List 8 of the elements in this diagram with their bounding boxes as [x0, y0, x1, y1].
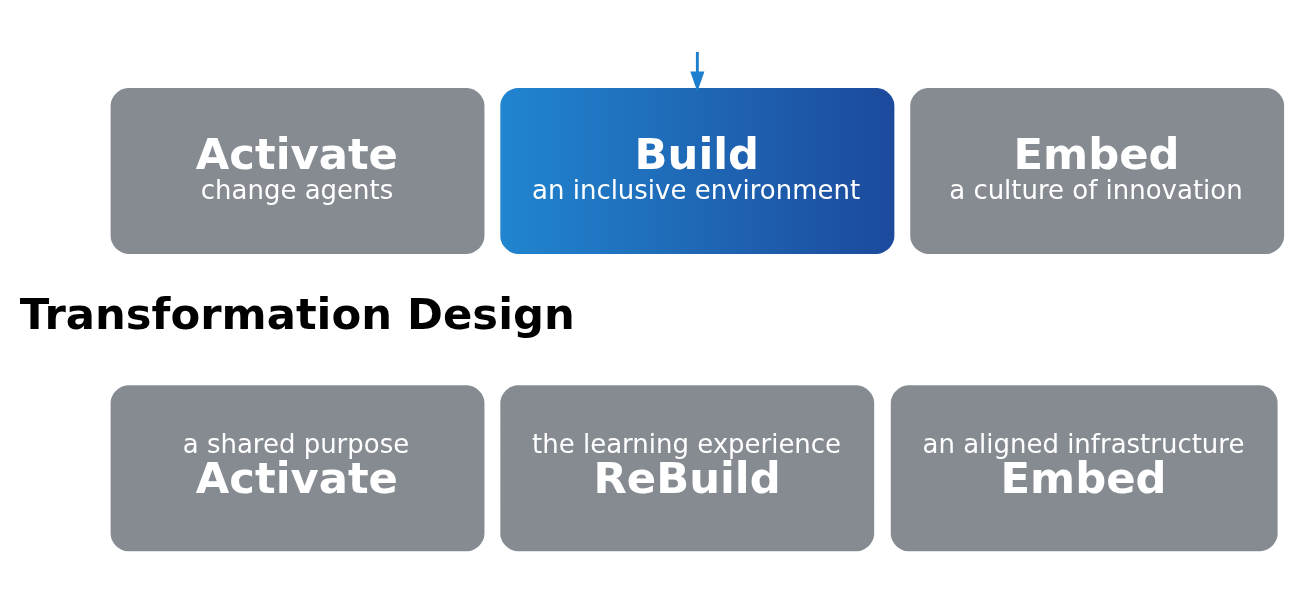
- node-box: Activate change agents: [110, 87, 485, 254]
- node-box: Embed a culture of innovation: [910, 87, 1285, 254]
- node-box: an aligned infrastructure Embed: [890, 384, 1278, 551]
- label: Transformation Design: [19, 288, 575, 339]
- arrow: [690, 51, 705, 92]
- node-box: the learning experience ReBuild: [500, 384, 875, 551]
- node-box: a shared purpose Activate: [110, 384, 485, 551]
- node-box: Build an inclusive environment: [500, 87, 895, 254]
